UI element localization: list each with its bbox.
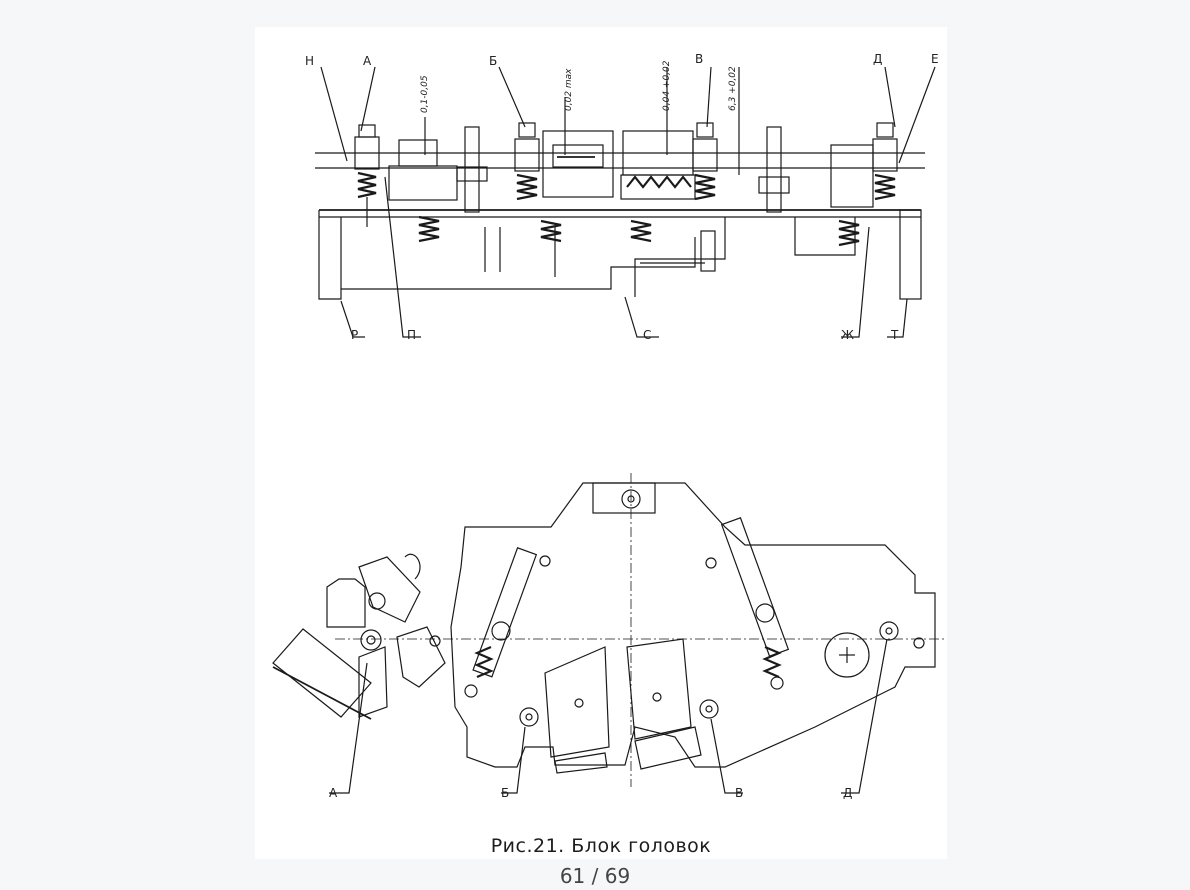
dimension-1: 0,1-0,05 [420,75,430,113]
label-t: Т [890,328,899,342]
label-e: Е [931,52,939,66]
label-v: В [695,52,703,66]
bottom-view: А Б В Д [272,473,947,800]
label-a: А [363,54,372,68]
technical-drawing: Н А Б В Д Е Р П С Ж Т 0,1-0,05 0,02 max … [272,52,947,800]
head-assembly-b [514,122,562,243]
current-page: 61 [559,864,586,888]
dimension-3: 0,04 +0,02 [662,60,672,111]
total-pages: 69 [604,864,631,888]
head-assembly-a [354,124,380,227]
label-bottom-v: В [735,786,743,800]
left-bracket [272,553,446,720]
label-s: С [643,328,651,342]
head-assembly-v [692,122,718,272]
label-bottom-a: А [329,786,338,800]
post-1 [456,126,488,213]
page-separator: / [591,864,599,888]
head-pair-center [544,638,702,774]
label-p: П [407,328,416,342]
page-indicator: 61 / 69 [0,864,1190,888]
head-arm-right [720,517,790,690]
post-2 [758,126,790,213]
label-bottom-d: Д [843,786,852,800]
head-block-1 [388,139,458,243]
label-h: Н [305,54,314,68]
head-block-2 [542,130,614,198]
top-view: Н А Б В Д Е Р П С Ж Т 0,1-0,05 0,02 max … [305,52,939,342]
label-zh: Ж [841,328,854,342]
motor-right [824,632,870,678]
head-arm-left [464,547,538,698]
label-b: Б [489,54,497,68]
head-block-3 [620,130,696,243]
dimension-2: 0,02 max [564,68,574,111]
dimension-4: 6,3 +0,02 [728,66,738,111]
label-d: Д [873,52,882,66]
label-r: Р [351,328,358,342]
document-page: Н А Б В Д Е Р П С Ж Т 0,1-0,05 0,02 max … [255,27,947,859]
head-assembly-d [830,122,898,247]
figure-caption: Рис.21. Блок головок [490,835,712,857]
label-bottom-b: Б [501,786,509,800]
